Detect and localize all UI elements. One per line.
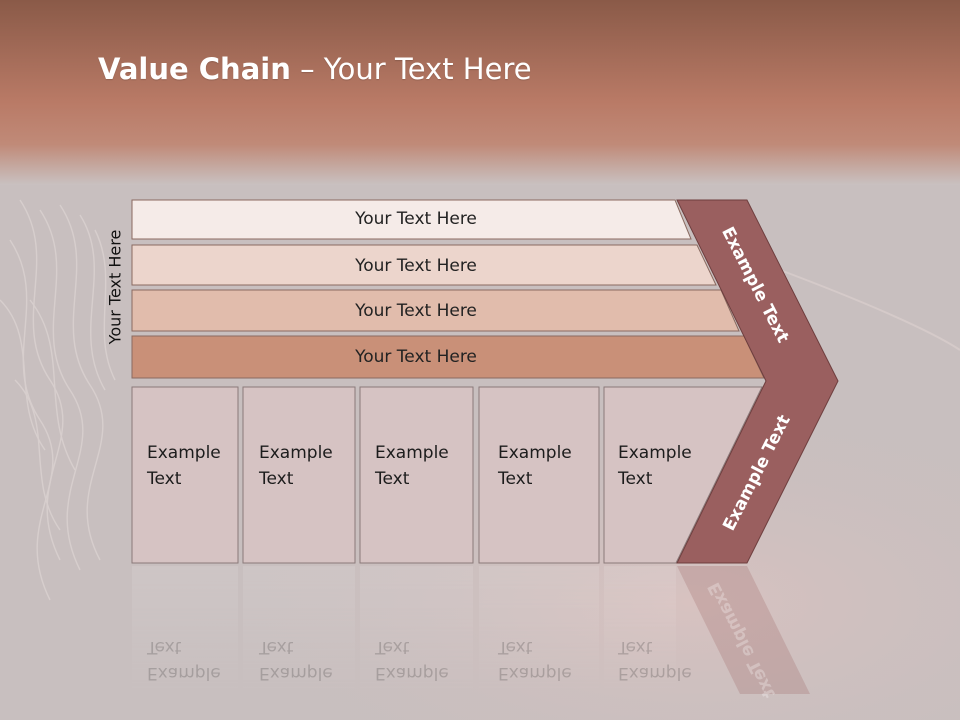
support-band-3-label: Your Text Here: [355, 301, 477, 321]
activity-box-5: [603, 386, 763, 564]
activity-box-2: [242, 386, 356, 564]
slide-title: Value Chain – Your Text Here: [98, 52, 532, 86]
support-band-3: [131, 289, 740, 332]
activity-box-3: [359, 386, 474, 564]
support-band-4-label: Your Text Here: [355, 347, 477, 367]
support-band-2-label: Your Text Here: [355, 256, 477, 276]
support-band-1: [131, 199, 692, 240]
chevron-reflection: [677, 566, 810, 694]
activity-box-4: [478, 386, 600, 564]
hair-texture: [0, 199, 116, 601]
support-band-1-label: Your Text Here: [355, 209, 477, 229]
shoulder-curve: [779, 269, 960, 351]
support-band-2: [131, 244, 717, 286]
reflection: [132, 566, 810, 696]
margin-chevron: [676, 199, 839, 564]
activity-box-1: [131, 386, 239, 564]
